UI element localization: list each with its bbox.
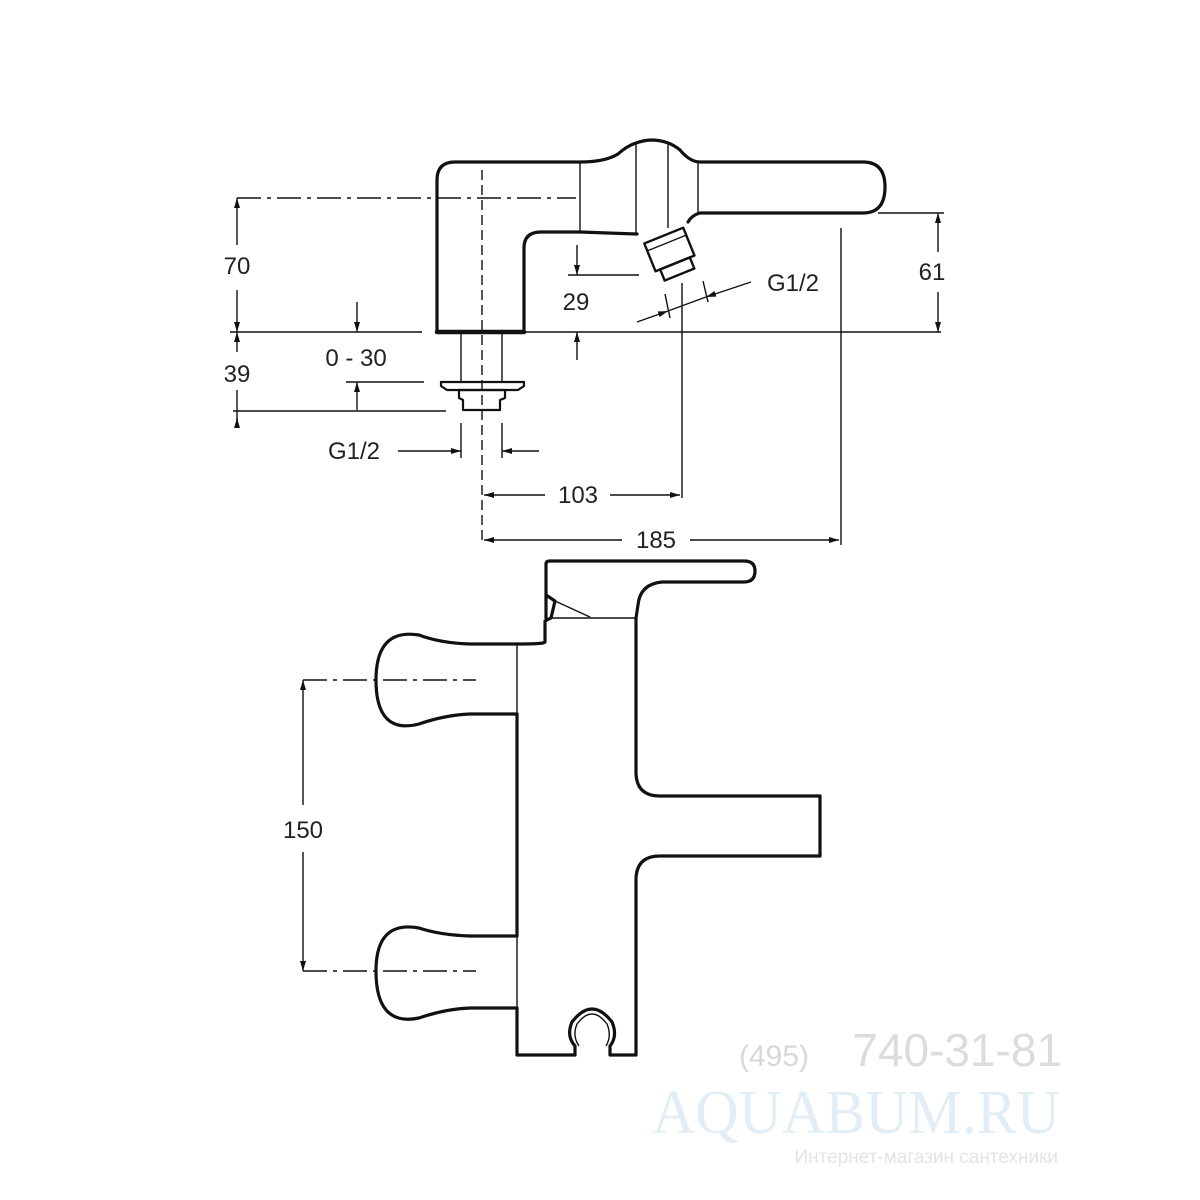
inlet-shank [439, 332, 526, 412]
dim-inlet-thread-label: G1/2 [328, 438, 380, 465]
spout-inner-outline [522, 230, 639, 334]
cartridge-step [515, 593, 557, 646]
cartridge-diagonal [554, 600, 591, 618]
dim-29-label: 29 [563, 289, 590, 316]
front-view-dimensions: 150 [283, 679, 476, 972]
dim-103-label: 103 [558, 482, 598, 509]
lever-outline [544, 559, 757, 620]
body-outline [515, 616, 822, 1057]
dim-70-label: 70 [224, 253, 251, 280]
dim-0-30-label: 0 - 30 [325, 345, 386, 372]
lower-handle [374, 925, 519, 1021]
dim-61-label: 61 [919, 259, 946, 286]
dim-39-label: 39 [224, 361, 251, 388]
watermark-tagline: Интернет-магазин сантехники [794, 1147, 1058, 1168]
outlet-nut [643, 226, 696, 282]
spout-body-outline [435, 138, 887, 334]
dim-150-label: 150 [283, 817, 323, 844]
top-view-dimensions: 70 39 0 - 30 G1/2 29 G1/2 61 [224, 170, 946, 554]
watermark-phone-number: 740-31-81 [852, 1024, 1062, 1076]
dim-outlet-thread-label: G1/2 [767, 270, 819, 297]
top-view-faucet [434, 138, 887, 412]
watermark: (495) 740-31-81 AQUABUM.RU Интернет-мага… [652, 1024, 1062, 1168]
dim-185-label: 185 [636, 527, 676, 554]
front-view-faucet [374, 559, 822, 1057]
hook-inner-ring [574, 1013, 610, 1047]
watermark-phone-code: (495) [739, 1040, 809, 1073]
watermark-brand: AQUABUM.RU [652, 1079, 1060, 1147]
